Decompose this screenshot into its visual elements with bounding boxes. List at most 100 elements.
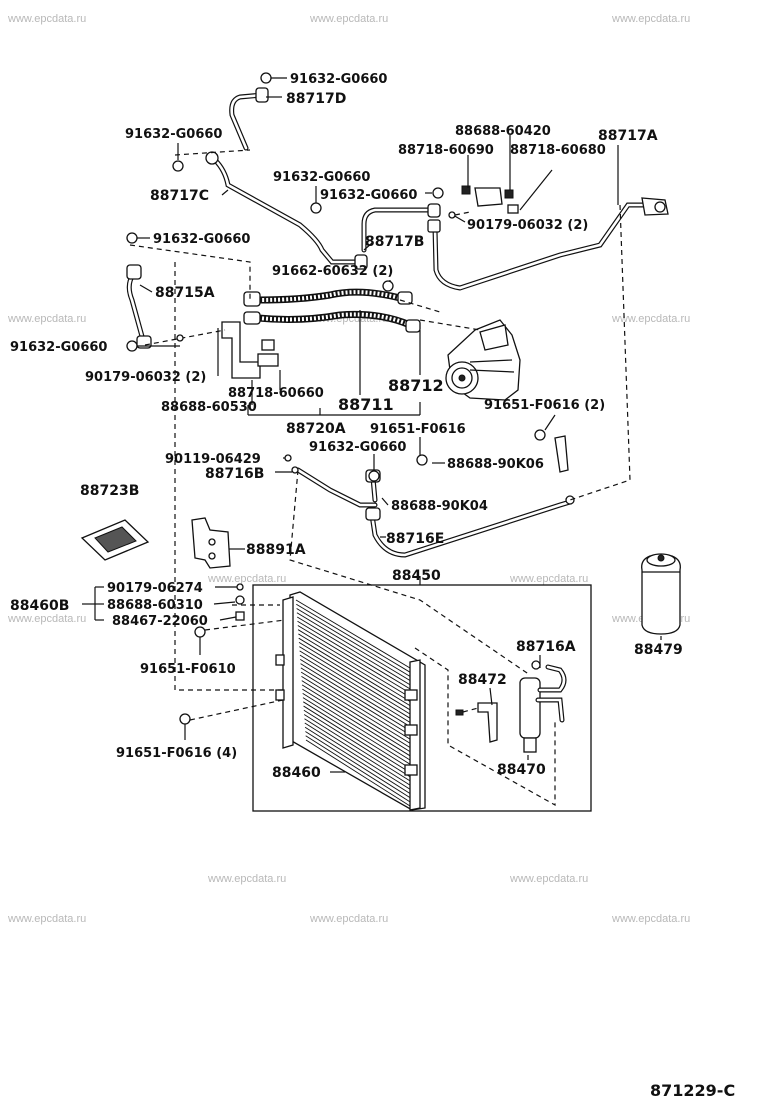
pipe-88716B [295, 467, 381, 508]
bolt-icon [416, 454, 428, 466]
watermark: www.epcdata.ru [7, 13, 86, 25]
part-label: 88716B [205, 466, 264, 482]
part-label: 90119-06429 [165, 452, 261, 467]
bolt-icon [531, 660, 541, 670]
part-label: 90179-06274 [107, 581, 203, 596]
bolt-icon [194, 626, 206, 638]
part-label: 88712 [388, 376, 444, 395]
part-label: 91632-G0660 [273, 170, 370, 185]
part-label: 88720A [286, 421, 346, 437]
part-labels: 91632-G0660 88717D 91632-G0660 88688-604… [10, 72, 735, 1100]
clip-icon [235, 611, 245, 621]
part-label: 88891A [246, 542, 306, 558]
part-label: 88470 [497, 762, 546, 778]
bolt-icon [368, 470, 380, 482]
condenser-fin [303, 714, 411, 782]
part-label: 88460 [272, 765, 321, 781]
pipe-88717B [361, 203, 441, 253]
part-label: 88688-90K06 [447, 457, 544, 472]
bolt-icon [235, 595, 245, 605]
watermark: www.epcdata.ru [7, 613, 86, 625]
clamp-icon [554, 435, 569, 473]
condenser-fin [303, 701, 411, 769]
part-label: 88688-90K04 [391, 499, 488, 514]
condenser-fin [296, 616, 411, 686]
bolt-icon [291, 466, 299, 474]
part-label: 91632-G0660 [320, 188, 417, 203]
part-label: 88723B [80, 483, 139, 499]
watermark: www.epcdata.ru [207, 873, 286, 885]
part-label: 91632-G0660 [10, 340, 107, 355]
condenser-fin [296, 603, 411, 673]
compressor-88712 [445, 319, 521, 401]
condenser-fin [300, 667, 411, 736]
part-label: 91632-G0660 [290, 72, 387, 87]
bracket-88891A [191, 517, 231, 569]
condenser-fin [303, 709, 411, 778]
bolt-icon [126, 340, 138, 352]
condenser-fin [301, 675, 411, 744]
bolt-markers [126, 72, 569, 725]
diagram-code: 871229-C [650, 1081, 735, 1100]
condenser-fin [298, 637, 411, 707]
part-label: 88688-60310 [107, 598, 203, 613]
condenser-fin [305, 731, 411, 799]
condenser-fin [296, 612, 411, 681]
condenser-fin [296, 608, 411, 677]
condenser-fin [303, 705, 411, 773]
pipe-88717D [229, 87, 269, 151]
bolt-icon [260, 72, 272, 84]
watermark: www.epcdata.ru [611, 13, 690, 25]
part-label: 91662-60632 (2) [272, 264, 393, 279]
drier-88470 [455, 664, 567, 753]
service-valves [461, 185, 519, 214]
part-label: 88467-22060 [112, 614, 208, 629]
part-label: 91651-F0616 (2) [484, 398, 605, 413]
part-label: 88711 [338, 395, 394, 414]
bolt-icon [176, 334, 184, 342]
part-label: 88716A [516, 639, 576, 655]
condenser-fin [297, 620, 411, 690]
part-label: 88479 [634, 642, 683, 658]
bolt-icon [126, 232, 138, 244]
watermark: www.epcdata.ru [611, 913, 690, 925]
hose-88711 [243, 288, 421, 333]
part-label: 88717D [286, 91, 346, 107]
watermark: www.epcdata.ru [7, 913, 86, 925]
bolt-icon [432, 187, 444, 199]
part-label: 91632-G0660 [153, 232, 250, 247]
condenser-fin [298, 642, 411, 711]
condenser-fin [302, 688, 411, 757]
watermark: www.epcdata.ru [207, 573, 286, 585]
condenser-fin [305, 735, 411, 803]
clamp-88688-60530 [221, 321, 279, 379]
leader-lines [82, 77, 662, 773]
watermark: www.epcdata.ru [7, 313, 86, 325]
bolt-icon [284, 454, 292, 462]
part-label: 88717B [365, 234, 424, 250]
condenser-fin [304, 718, 411, 786]
condenser-fin [297, 629, 411, 698]
part-label: 88716E [386, 531, 444, 547]
part-label: 90179-06032 (2) [85, 370, 206, 385]
condenser-88460 [275, 591, 426, 811]
condenser-fin [298, 633, 411, 702]
dashed-connectors [129, 149, 631, 807]
part-label: 91651-F0616 (4) [116, 746, 237, 761]
pipe-88717A [427, 197, 669, 291]
condenser-fin [297, 625, 411, 694]
condenser-fin [300, 659, 411, 727]
part-label: 88450 [392, 568, 441, 584]
part-label: 91632-G0660 [125, 127, 222, 142]
bolt-icon [382, 280, 394, 292]
condenser-fin [301, 684, 411, 753]
condenser-fin [302, 697, 411, 765]
bolt-icon [236, 583, 244, 591]
condenser-fin [300, 663, 411, 732]
bolt-icon [310, 202, 322, 214]
part-label: 88688-60420 [455, 124, 551, 139]
part-label: 91632-G0660 [309, 440, 406, 455]
watermark: www.epcdata.ru [509, 873, 588, 885]
bolt-icon [534, 429, 546, 441]
